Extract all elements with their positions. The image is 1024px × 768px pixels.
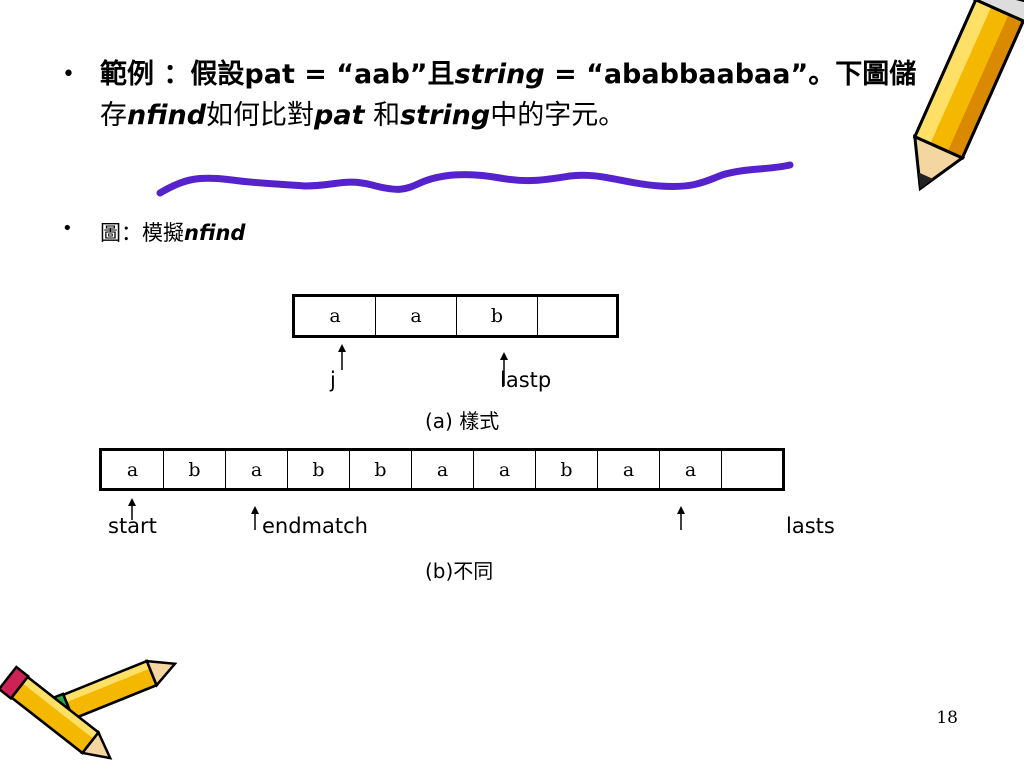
page-number: 18 [936, 708, 958, 728]
